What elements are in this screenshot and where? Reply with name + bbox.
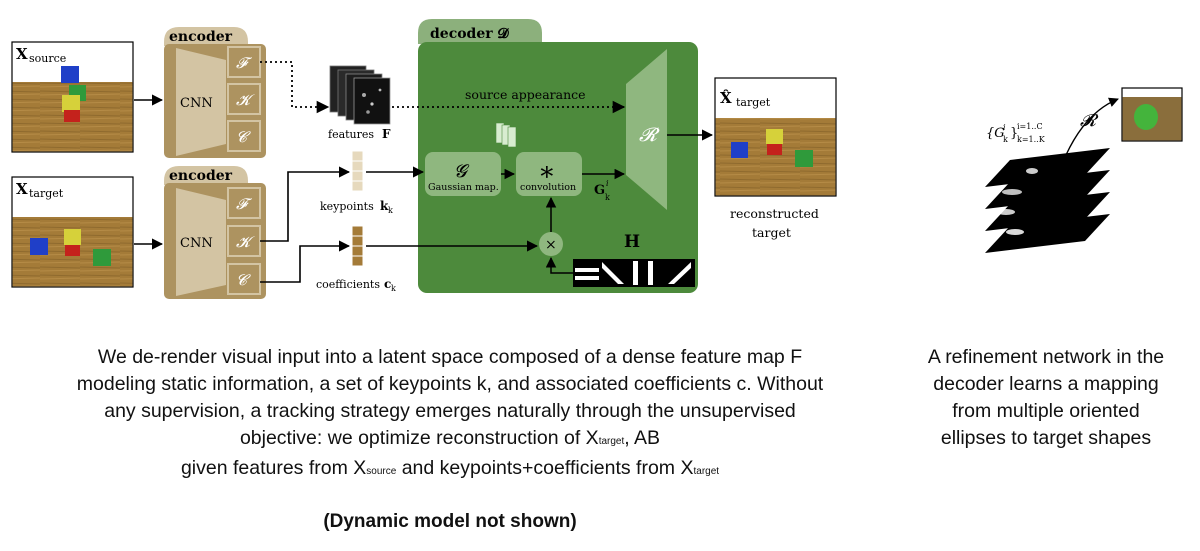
arrow-keypoints <box>260 166 351 242</box>
main-caption: We de-render visual input into a latent … <box>10 344 890 485</box>
caption-line4-end: , AB <box>624 427 661 449</box>
gaussian-layer-stack <box>985 148 1110 253</box>
gik-label: G <box>594 183 605 198</box>
x-source-image: X source <box>11 41 134 153</box>
caption-line4: objective: we optimize reconstruction of… <box>10 425 890 455</box>
features-symbol: F <box>382 127 391 141</box>
refined-shape-image <box>1121 87 1183 142</box>
coefficients-symbol: c <box>384 277 391 291</box>
side-caption-line1: A refinement network in the <box>927 346 1165 368</box>
side-caption-line2: decoder learns a mapping <box>933 373 1159 395</box>
caption-line5-sub2: target <box>693 466 720 477</box>
refine-g-sub: k <box>1003 135 1008 144</box>
x-target-subscript: target <box>29 187 64 200</box>
caption-line5: given features from Xsource and keypoint… <box>10 455 890 485</box>
refinement-r-block <box>626 49 667 210</box>
gaussian-map-block <box>425 152 501 196</box>
refine-g-close: } <box>1010 126 1018 141</box>
caption-line4-sub: target <box>598 436 625 447</box>
feature-maps <box>329 65 391 125</box>
coefficients-label: coefficients <box>316 278 380 291</box>
dynamic-model-note: (Dynamic model not shown) <box>323 511 577 532</box>
gaussian-stack-icon <box>495 122 517 148</box>
caption-line4-text: objective: we optimize reconstruction of… <box>239 427 599 449</box>
gik-sub: k <box>605 193 610 202</box>
refine-g-range-sub: k=1..K <box>1017 135 1046 144</box>
caption-line3: any supervision, a tracking strategy eme… <box>104 400 796 422</box>
convolution-symbol: ∗ <box>538 157 556 187</box>
encoder-source: encoder CNN 𝓕 𝓚 𝓒 <box>164 27 266 158</box>
side-caption-line3: from multiple oriented <box>952 400 1140 422</box>
xhat-target-subscript: target <box>736 96 771 109</box>
keypoints-label: keypoints <box>320 200 374 213</box>
reconstructed-target-image: X̂ target <box>714 77 837 197</box>
coefficients-sub: k <box>391 284 396 293</box>
xhat-target-label: X̂ <box>720 89 732 107</box>
refine-g-text: {G <box>986 126 1005 141</box>
encoder-target: encoder CNN 𝓕 𝓚 𝓒 <box>164 166 266 299</box>
multiply-node <box>539 232 563 256</box>
x-target-label: X <box>16 180 28 198</box>
keypoints-symbol: k <box>380 199 389 213</box>
caption-line1: We de-render visual input into a latent … <box>97 346 803 368</box>
refine-g-sup: i <box>1003 123 1006 132</box>
x-source-subscript: source <box>29 52 66 65</box>
caption-line2: modeling static information, a set of ke… <box>76 373 824 395</box>
x-target-image: X target <box>11 176 134 288</box>
encoder-source-label: encoder <box>169 29 233 45</box>
g-label: 𝓖 <box>454 161 470 182</box>
h-basis-filters <box>573 259 695 287</box>
x-source-label: X <box>16 45 28 63</box>
arrow-coefficients <box>260 240 351 283</box>
decoder: decoder 𝓓 𝓡 𝓖 Gaussian map. ∗ convolutio… <box>418 19 698 293</box>
r-label: 𝓡 <box>639 124 660 146</box>
multiply-symbol: × <box>545 237 557 253</box>
refine-g-range-sup: i=1..C <box>1017 122 1043 131</box>
reconstructed-label-line2: target <box>752 225 791 240</box>
encoder-target-label: encoder <box>169 168 233 184</box>
convolution-block <box>516 152 582 196</box>
coefficient-vector <box>351 225 364 267</box>
gaussian-map-label: Gaussian map. <box>428 182 499 193</box>
caption-line5-sub1: source <box>366 466 397 477</box>
gik-sup: i <box>606 179 609 188</box>
decoder-label: decoder 𝓓 <box>430 26 510 42</box>
refine-r-label: 𝓡 <box>1080 111 1099 131</box>
reconstructed-label-line1: reconstructed <box>730 206 819 221</box>
refine-g-set-label: {G k i } i=1..C k=1..K <box>986 122 1046 144</box>
source-appearance-label: source appearance <box>465 87 586 102</box>
cnn-block <box>176 48 226 156</box>
cnn-label-2: CNN <box>180 236 213 251</box>
keypoints-sub: k <box>388 206 393 215</box>
features-label: features <box>328 128 374 141</box>
arrow-features <box>260 61 330 114</box>
caption-line5-text: given features from X <box>180 457 367 479</box>
side-caption-line4: ellipses to target shapes <box>940 427 1152 449</box>
side-caption: A refinement network in the decoder lear… <box>900 344 1192 452</box>
convolution-label: convolution <box>520 182 576 193</box>
cnn-label: CNN <box>180 96 213 111</box>
h-label: H <box>624 232 640 252</box>
caption-line5-mid: and keypoints+coefficients from X <box>396 457 694 479</box>
keypoint-vector <box>351 150 364 192</box>
arrow-refinement <box>1065 97 1119 156</box>
